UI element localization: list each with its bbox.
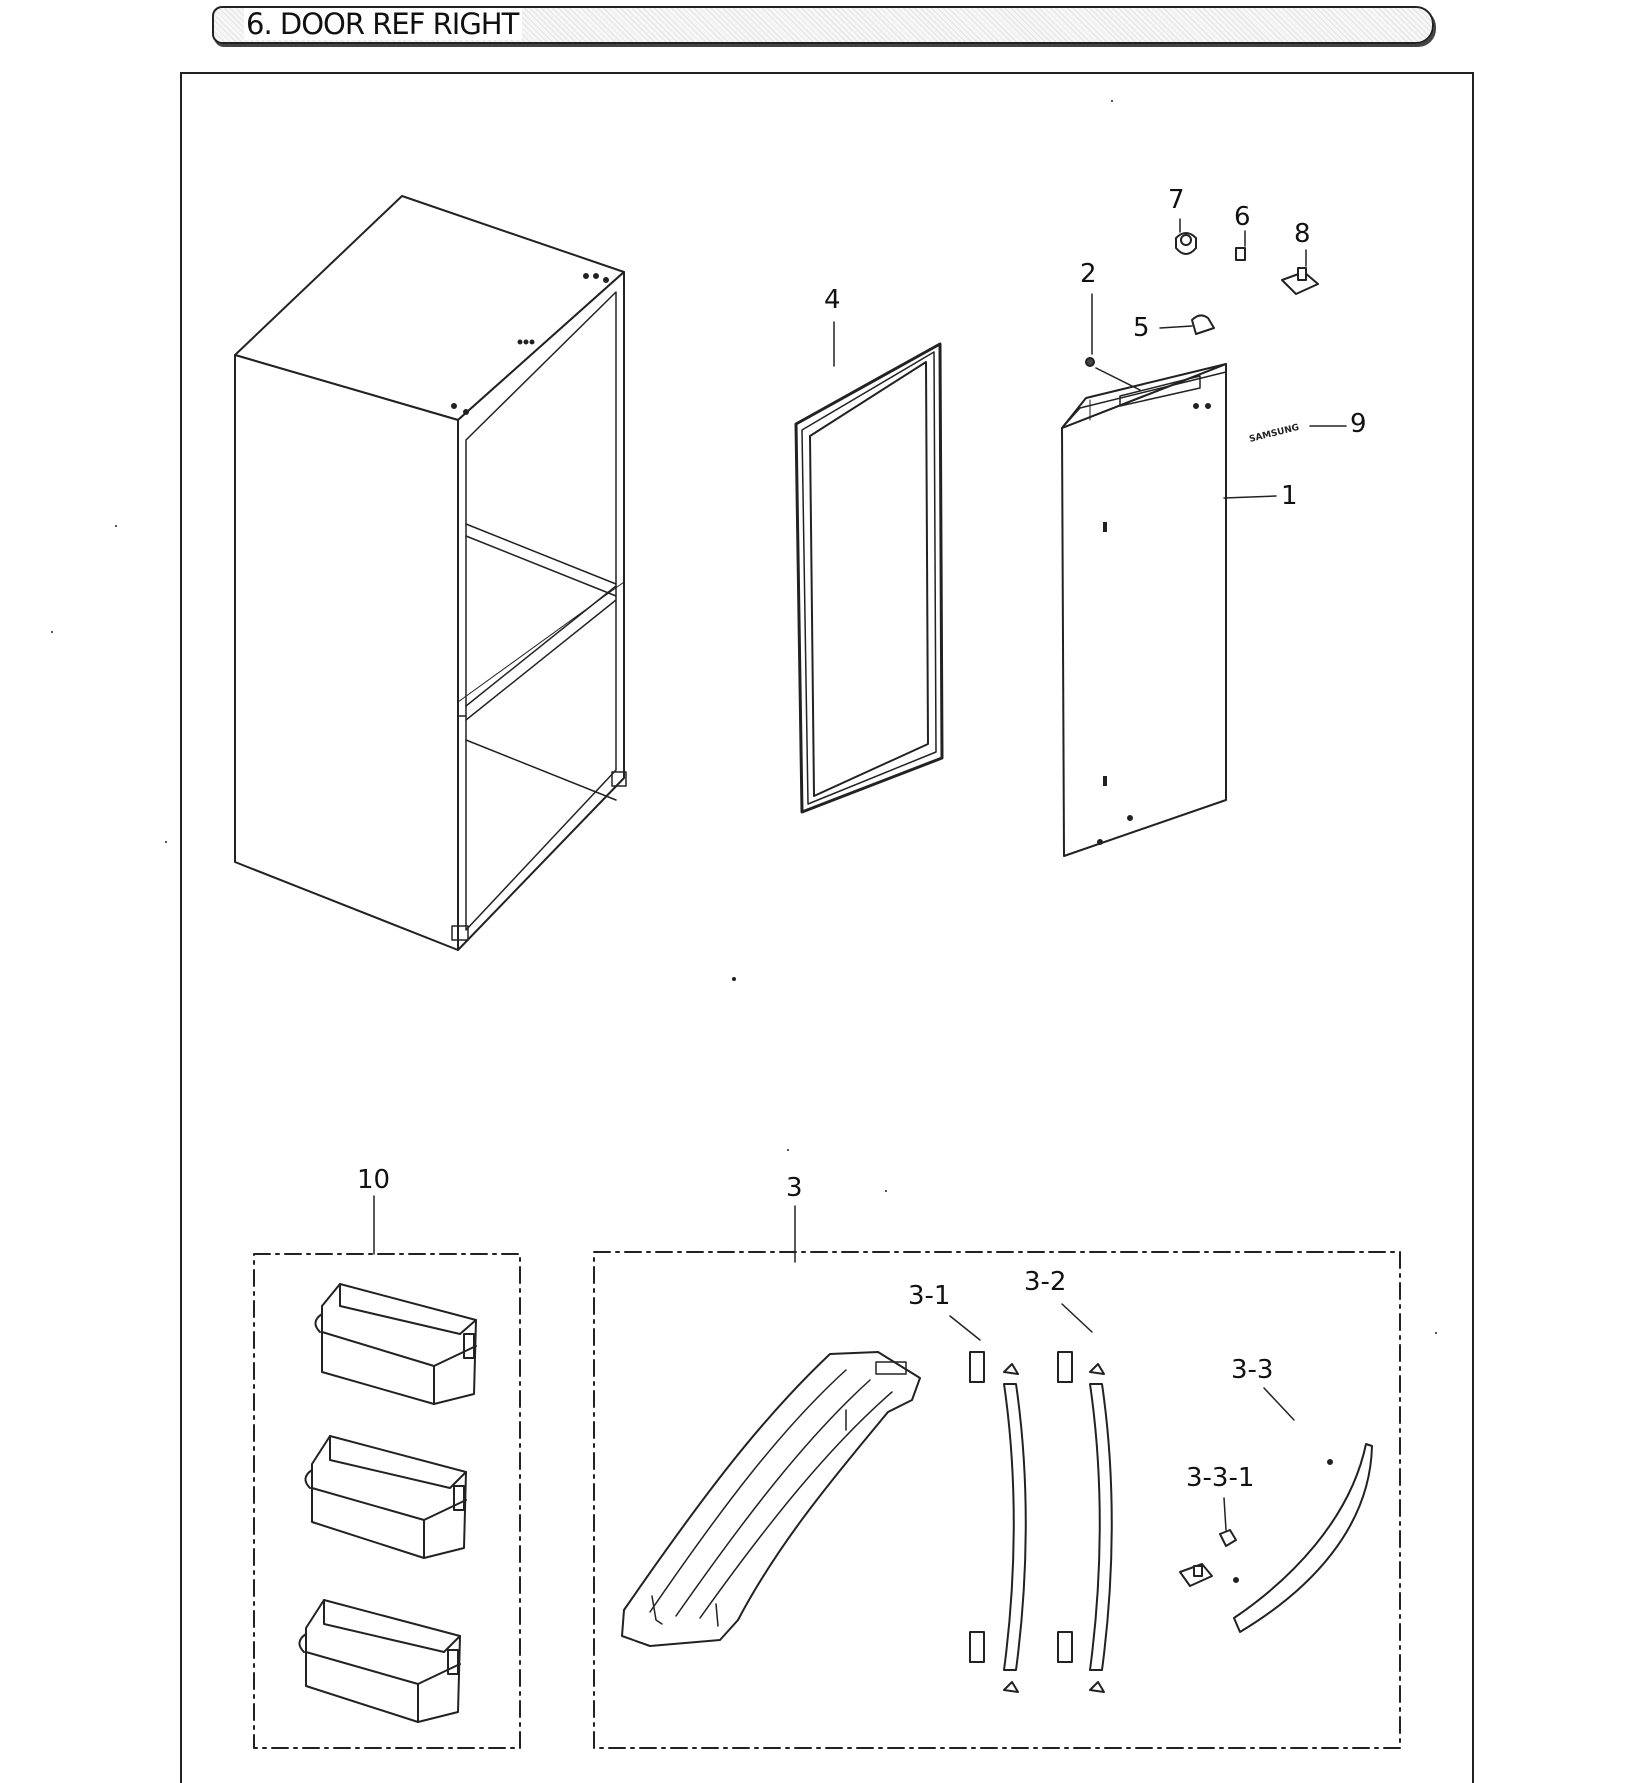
callout-2: 2 — [1080, 259, 1097, 289]
diagram-frame — [180, 72, 1474, 1783]
screw-part-2 — [1085, 357, 1095, 367]
refrigerator-door-part-1 — [1061, 363, 1227, 857]
callout-1: 1 — [1281, 481, 1298, 511]
callout-8: 8 — [1294, 219, 1311, 249]
callout-4: 4 — [824, 285, 841, 315]
cap-part-6 — [1235, 247, 1246, 261]
samsung-badge-part-9: SAMSUNG — [1248, 423, 1300, 445]
kit-boxes — [253, 1251, 1401, 1749]
door-bin-1 — [314, 1283, 477, 1405]
callout-6: 6 — [1234, 202, 1251, 232]
scan-speck — [51, 100, 1437, 1334]
callout-3-2: 3-2 — [1024, 1267, 1067, 1297]
door-bin-part-10 — [298, 1283, 477, 1723]
callout-3-1: 3-1 — [908, 1281, 951, 1311]
handle-trim-part-3-3 — [1233, 1443, 1373, 1633]
section-title: 6. DOOR REF RIGHT — [244, 8, 523, 40]
door-handle-part-3 — [621, 1351, 921, 1647]
hinge-bracket-part-8 — [1281, 267, 1319, 295]
door-gasket-part-4 — [794, 342, 944, 814]
callout-7: 7 — [1168, 185, 1185, 215]
door-bin-2 — [304, 1435, 467, 1559]
handle-clip-part-3-3-1 — [1179, 1529, 1237, 1587]
callout-3: 3 — [786, 1173, 803, 1203]
callout-3-3-1: 3-3-1 — [1186, 1463, 1255, 1493]
refrigerator-cabinet — [234, 195, 627, 951]
callout-3-3: 3-3 — [1231, 1355, 1274, 1385]
callout-10: 10 — [357, 1165, 391, 1195]
handle-trim-part-3-1 — [969, 1351, 1027, 1693]
handle-trim-part-3-2 — [1057, 1351, 1113, 1693]
door-bin-3 — [298, 1599, 461, 1723]
callout-5: 5 — [1133, 313, 1150, 343]
callout-9: 9 — [1350, 409, 1367, 439]
hinge-cap-part-7 — [1175, 232, 1197, 255]
hinge-part-5 — [1191, 314, 1215, 335]
